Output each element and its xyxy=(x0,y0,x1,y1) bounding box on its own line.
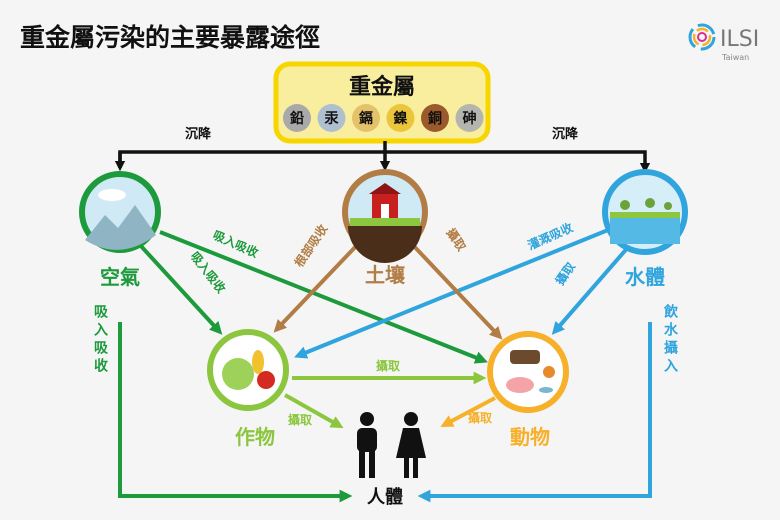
heavy-metal-source-box: 重金屬 鉛 汞 鎘 鎳 銅 砷 xyxy=(273,61,491,144)
node-air xyxy=(79,171,161,253)
metal-badge-2: 鎘 xyxy=(352,104,380,132)
metal-badge-3: 鎳 xyxy=(386,104,415,132)
svg-text:ILSI: ILSI xyxy=(720,27,759,52)
metal-badge-5: 砷 xyxy=(455,104,484,132)
label-animals-human: 攝取 xyxy=(468,410,492,425)
node-animals-label: 動物 xyxy=(510,425,550,449)
svg-text:鎳: 鎳 xyxy=(394,110,408,127)
deposition-label-right: 沉降 xyxy=(552,126,579,142)
page-title: 重金屬污染的主要暴露途徑 xyxy=(20,23,320,52)
edge-soil-crops xyxy=(273,240,362,333)
svg-text:砷: 砷 xyxy=(463,110,477,127)
label-air-human: 吸入吸收 xyxy=(92,304,108,376)
node-human-label: 人體 xyxy=(367,487,403,508)
svg-text:重金屬: 重金屬 xyxy=(349,74,415,100)
edge-air-animals xyxy=(159,230,488,364)
edge-water-crops xyxy=(294,228,609,359)
node-soil xyxy=(342,169,428,263)
label-water-animals: 攝取 xyxy=(552,259,578,287)
edge-soil-animals xyxy=(408,240,503,340)
ilsi-logo: ILSI Taiwan xyxy=(688,23,759,62)
label-soil-animals: 攝取 xyxy=(444,225,470,253)
edge-water-human xyxy=(417,322,652,503)
svg-text:銅: 銅 xyxy=(428,110,442,127)
node-crops xyxy=(207,329,289,411)
label-crops-animals: 攝取 xyxy=(376,358,400,373)
edge-air-crops xyxy=(138,243,223,335)
edge-air-human xyxy=(118,322,353,503)
node-soil-label: 土壤 xyxy=(365,263,406,287)
metal-badge-4: 銅 xyxy=(421,104,449,132)
metal-badge-0: 鉛 xyxy=(283,104,311,132)
edge-animals-human xyxy=(440,396,496,427)
svg-text:Taiwan: Taiwan xyxy=(721,53,749,62)
edge-water-animals xyxy=(551,243,632,335)
svg-text:鎘: 鎘 xyxy=(359,110,373,127)
metal-badge-1: 汞 xyxy=(317,104,346,132)
human-figures-icon xyxy=(357,412,426,478)
deposition-label-left: 沉降 xyxy=(185,126,212,142)
label-water-human: 飲水攝入 xyxy=(662,303,679,376)
node-water xyxy=(602,169,688,255)
label-crops-human: 攝取 xyxy=(288,412,312,427)
node-water-label: 水體 xyxy=(625,265,665,289)
edge-crops-human xyxy=(284,393,344,429)
label-soil-crops: 根部吸收 xyxy=(291,221,330,269)
node-animals xyxy=(487,331,569,413)
node-crops-label: 作物 xyxy=(235,425,275,449)
deposition-arrows xyxy=(114,141,651,174)
node-air-label: 空氣 xyxy=(100,265,140,289)
svg-text:汞: 汞 xyxy=(324,111,340,127)
svg-text:鉛: 鉛 xyxy=(290,110,304,127)
